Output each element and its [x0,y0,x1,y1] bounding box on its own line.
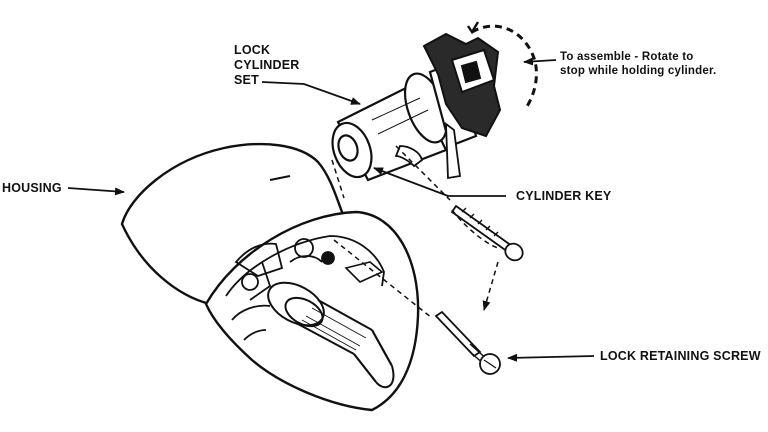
column-internals [225,235,385,341]
label-lock-retaining-screw: LOCK RETAINING SCREW [600,349,761,363]
cylinder-key [394,122,462,180]
steering-column-housing [120,142,420,412]
label-assemble-note-line1: To assemble - Rotate to [560,51,694,63]
label-housing: HOUSING [2,181,62,195]
label-lock-cylinder-set-line2: CYLINDER [234,58,300,72]
label-lock-cylinder-set-line1: LOCK [234,43,271,57]
leader-lines [67,57,595,362]
alignment-guides [331,145,499,319]
label-assemble-note-line2: stop while holding cylinder. [560,65,717,77]
lock-retaining-screw [434,310,501,375]
label-lock-cylinder-set-line3: SET [234,73,259,87]
steering-shaft [267,281,395,389]
label-assemble-note: To assemble - Rotate to stop while holdi… [560,50,716,78]
lock-cylinder-cap [422,32,502,138]
small-screw [450,204,524,262]
rotation-arrow [467,21,538,109]
label-cylinder-key: CYLINDER KEY [516,189,612,203]
label-lock-cylinder-set: LOCK CYLINDER SET [234,43,300,88]
